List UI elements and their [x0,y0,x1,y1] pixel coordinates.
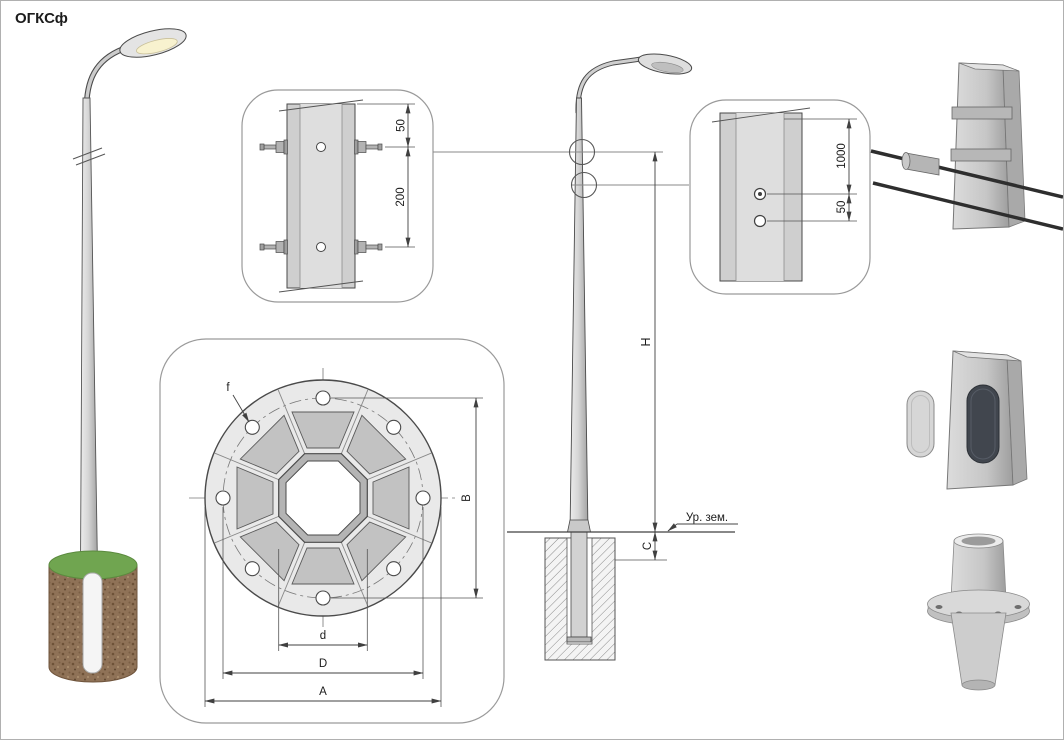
bolt-right [354,139,383,155]
flange-hole [1014,605,1022,609]
extension-lines [278,549,368,651]
gusset [346,521,407,582]
bolt-left [259,139,288,155]
steel-band [950,148,1012,162]
flange-bolt-hole [386,561,402,577]
lamp-arm-outline [575,56,642,114]
base-plate [566,636,592,643]
extension-lines [767,118,857,222]
bolt-hole [753,214,767,228]
gusset [291,411,355,449]
ground-arrow [667,523,678,532]
break-mark [75,153,106,166]
flange-bolt-hole [315,390,331,406]
flange-bolt-hole [386,419,402,435]
mounting-rod [872,181,1063,231]
pole-column-top [958,62,1020,72]
flange-base-3d-render [927,533,1030,691]
flange-bolt-hole [244,561,260,577]
pole-3d-render [48,28,187,683]
hole-detail-callout: 1000 50 [689,99,871,295]
depth-C-label: C [642,542,654,550]
flange-D-label: D [319,658,327,670]
pole-facet [300,104,342,288]
foundation-sleeve [82,572,103,674]
gusset-plates [236,411,410,585]
break-mark [278,280,364,293]
hatch-opening [966,384,1000,464]
extension-lines [204,507,442,707]
pole-column-top [952,350,1022,362]
flange-bolt-hole [415,490,431,506]
detail-marker-circle [568,138,596,166]
extension-lines [222,507,424,679]
tube-bore [961,536,996,546]
break-mark [711,107,811,123]
pole-shaft [569,97,589,533]
detail-marker-circle [570,171,598,199]
gusset [346,414,407,475]
embedded-pole [570,531,588,638]
base-skirt [950,612,1007,686]
base-flare [567,519,591,533]
hatch-cover-edge [911,395,930,453]
pole-octagon-inner [285,460,361,536]
flange-bolt-hole [244,419,260,435]
extension-lines [331,397,483,599]
flange-f-label: f [226,382,230,394]
clamp-end [901,152,911,170]
height-H-label: H [639,337,653,346]
hatch-cover [906,390,935,458]
foundation-3d [48,550,138,683]
bolt-detail-callout: 50 200 [241,89,434,303]
flange-d-label: d [320,630,326,642]
title-label: ОГКСф [15,10,68,27]
lamp-arm [576,57,642,114]
f-leader-line [232,394,250,423]
break-mark [278,99,364,112]
banding-3d-render [870,62,1063,231]
break-mark [72,147,103,160]
gusset [236,466,274,530]
dim-200-label: 200 [395,187,407,206]
pole-shaft [80,97,98,568]
steel-band [951,106,1013,120]
dim-50-right-label: 50 [836,201,848,214]
dim-1000-label: 1000 [836,143,848,169]
dim-50-top-label: 50 [396,119,408,132]
gusset [239,414,300,475]
clamp-cone [905,152,940,176]
bolt-left [259,239,288,255]
gusset [239,521,300,582]
hatch-3d-render [906,350,1028,490]
bolt-right [354,239,383,255]
skirt-bottom [961,679,996,691]
flange-hole [935,605,943,609]
pole-elevation-drawing: Ур. зем. H C [433,53,738,661]
bolt-end [758,192,762,196]
lamp-lens [136,38,178,55]
gusset [291,547,355,585]
flange-bolt-hole [215,490,231,506]
flange-B-label: B [461,494,473,502]
lamp-arm [84,47,124,112]
flange-detail-callout: f B d D A [159,338,505,724]
ground-level-label: Ур. зем. [686,512,728,524]
bolt-hole [316,242,326,252]
bolt-hole [316,142,326,152]
lamp-head [637,53,693,75]
flange-bolt-hole [315,590,331,606]
lamp-head [119,28,187,58]
flange-bolt-holes [215,390,431,606]
gusset [372,466,410,530]
flange-A-label: A [319,686,327,698]
radial-seam-lines [214,389,432,607]
hatch-opening-rim [970,388,996,460]
